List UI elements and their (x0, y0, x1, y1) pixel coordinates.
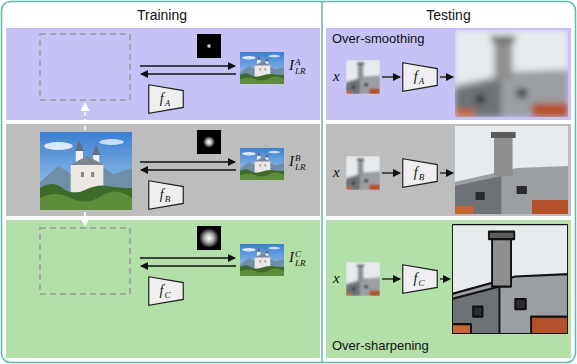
kernel-dot (199, 228, 219, 248)
trapezoid (403, 159, 438, 188)
lr-image (240, 52, 284, 84)
dashed-placeholder (40, 228, 130, 294)
network-label: fA (414, 69, 424, 86)
output-oversharp (452, 224, 568, 334)
network-box: fB (402, 158, 438, 188)
hr-image (40, 132, 132, 210)
band: xOver-sharpening fC (326, 220, 571, 358)
panel: TestingOver-smoothing x fA x fB xOver-sharpen… (324, 4, 573, 360)
trapezoid (149, 277, 184, 306)
arrow (382, 278, 400, 279)
arrow (140, 65, 235, 66)
kernel-icon (197, 130, 221, 154)
lr-image (240, 148, 284, 180)
trapezoid (149, 85, 184, 114)
network-label: fC (160, 283, 171, 300)
network-label: fA (160, 91, 170, 108)
arrow (140, 257, 235, 258)
network-label: fB (160, 187, 170, 204)
section-heading: Training (137, 7, 187, 23)
arrow (140, 161, 235, 162)
band: ICLR fC (6, 220, 320, 358)
image-label: ICLR (289, 249, 306, 268)
arrow (141, 169, 236, 170)
input-image (346, 156, 380, 190)
kernel-dot (203, 136, 215, 148)
output-blurry (455, 30, 568, 117)
lr-image (240, 244, 284, 276)
panel: TrainingIALR fA IBLR fB ICLR fC (4, 4, 320, 360)
band: Over-smoothing x fA (326, 28, 571, 120)
arrow (382, 172, 400, 173)
network-box: fC (402, 264, 438, 294)
arrow (141, 265, 236, 266)
result-label: Over-sharpening (332, 338, 429, 353)
network-box: fB (148, 180, 184, 210)
trapezoid (403, 265, 438, 294)
trapezoid (149, 181, 184, 210)
arrow (382, 76, 400, 77)
input-image (346, 60, 380, 94)
network-box: fA (402, 62, 438, 92)
image-label: IALR (289, 57, 306, 76)
kernel-dot (207, 44, 212, 49)
section-heading: Testing (426, 7, 470, 23)
network-box: fA (148, 84, 184, 114)
arrow (440, 172, 453, 173)
band: x fB (326, 124, 571, 216)
network-label: fB (414, 165, 424, 182)
output-sharp (455, 126, 568, 214)
kernel-icon (197, 226, 221, 250)
dashed-placeholder (40, 34, 130, 100)
network-box: fC (148, 276, 184, 306)
band: IALR fA (6, 28, 320, 120)
input-symbol: x (333, 164, 340, 181)
input-image (346, 262, 380, 296)
arrow (141, 73, 236, 74)
dashed-link (84, 103, 86, 130)
band: IBLR fB (6, 124, 320, 216)
dashed-link (84, 212, 86, 226)
arrow (440, 278, 450, 279)
arrow (440, 76, 453, 77)
divider (321, 2, 323, 362)
image-label: IBLR (289, 153, 306, 172)
trapezoid (403, 63, 438, 92)
input-symbol: x (333, 270, 340, 287)
input-symbol: x (333, 68, 340, 85)
result-label: Over-smoothing (332, 31, 424, 46)
kernel-icon (197, 34, 221, 58)
network-label: fC (414, 271, 425, 288)
